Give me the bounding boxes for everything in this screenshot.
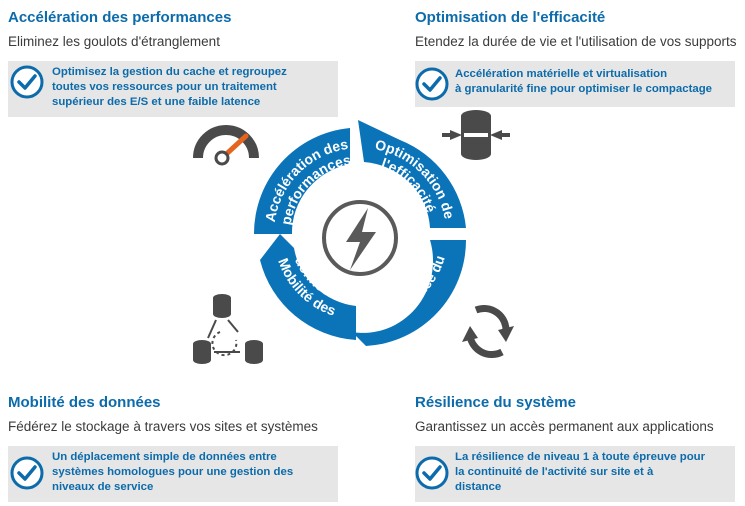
- feature-line: systèmes homologues pour une gestion des: [52, 466, 294, 478]
- feature-box: Accélération matérielle et virtualisatio…: [415, 61, 735, 107]
- checkmark-icon: [10, 65, 44, 99]
- quadrant-title: Optimisation de l'efficacité: [415, 9, 606, 26]
- feature-box: La résilience de niveau 1 à toute épreuv…: [415, 446, 735, 502]
- feature-text: La résilience de niveau 1 à toute épreuv…: [455, 450, 727, 495]
- ring-segment-efficiency: [358, 120, 466, 228]
- quadrant-title: Résilience du système: [415, 394, 576, 411]
- checkmark-icon: [415, 67, 449, 101]
- feature-line: distance: [455, 481, 502, 493]
- feature-text: Accélération matérielle et virtualisatio…: [455, 67, 727, 97]
- feature-line: à granularité fine pour optimiser le com…: [455, 83, 712, 95]
- feature-text: Optimisez la gestion du cache et regroup…: [52, 65, 330, 110]
- feature-box: Optimisez la gestion du cache et regroup…: [8, 61, 338, 117]
- feature-line: toutes vos ressources pour un traitement: [52, 81, 277, 93]
- database-network-icon: [193, 294, 263, 364]
- quadrant-title: Accélération des performances: [8, 9, 232, 26]
- quadrant-performance: Accélération des performances Eliminez l…: [8, 9, 338, 117]
- feature-line: niveaux de service: [52, 481, 154, 493]
- ring-segment-mobility: [260, 234, 356, 340]
- lightning-icon: [322, 200, 398, 276]
- quadrant-mobility: Mobilité des données Fédérez le stockage…: [8, 394, 338, 502]
- quadrant-subtitle: Fédérez le stockage à travers vos sites …: [8, 419, 318, 434]
- feature-line: Un déplacement simple de données entre: [52, 451, 277, 463]
- feature-line: La résilience de niveau 1 à toute épreuv…: [455, 451, 706, 463]
- ring-segment-resilience: [352, 240, 467, 346]
- feature-line: Optimisez la gestion du cache et regroup…: [52, 66, 287, 78]
- checkmark-icon: [10, 456, 44, 490]
- feature-text: Un déplacement simple de données entre s…: [52, 450, 330, 495]
- feature-line: la continuité de l'activité sur site et …: [455, 466, 654, 478]
- quadrant-subtitle: Garantissez un accès permanent aux appli…: [415, 419, 714, 434]
- feature-box: Un déplacement simple de données entre s…: [8, 446, 338, 502]
- ring-segment-performance: [253, 128, 350, 234]
- quadrant-efficiency: Optimisation de l'efficacité Etendez la …: [415, 9, 743, 107]
- compress-disk-icon: [442, 110, 510, 160]
- quadrant-subtitle: Etendez la durée de vie et l'utilisation…: [415, 34, 737, 49]
- checkmark-icon: [415, 456, 449, 490]
- refresh-cycle-icon: [466, 304, 510, 359]
- ring-segments: [253, 120, 467, 346]
- quadrant-resilience: Résilience du système Garantissez un acc…: [415, 394, 737, 502]
- feature-line: Accélération matérielle et virtualisatio…: [455, 68, 668, 80]
- feature-line: supérieur des E/S et une faible latence: [52, 96, 261, 108]
- quadrant-title: Mobilité des données: [8, 394, 161, 411]
- cycle-diagram: Accélération des performances Optimisati…: [193, 110, 514, 364]
- refresh-arrowheads: [462, 326, 514, 342]
- speedometer-icon: [193, 125, 259, 166]
- quadrant-subtitle: Eliminez les goulots d'étranglement: [8, 34, 220, 49]
